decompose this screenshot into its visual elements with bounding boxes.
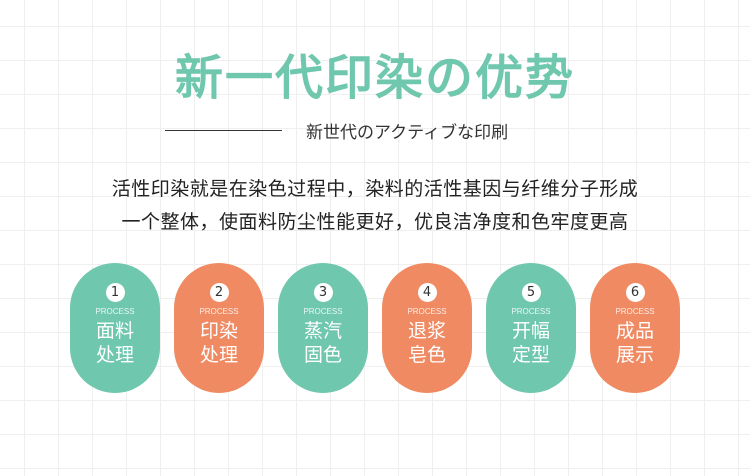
step-name: 开幅定型 — [511, 320, 550, 366]
process-step: 2 PROCESS 印染处理 — [174, 263, 264, 393]
step-number: 6 — [625, 283, 645, 302]
process-step: 6 PROCESS 成品展示 — [590, 263, 680, 393]
page-title: 新一代印染の优势 — [174, 50, 575, 106]
process-step: 1 PROCESS 面料处理 — [70, 263, 160, 393]
description-line-2: 一个整体，使面料防尘性能更好，优良洁净度和色牢度更高 — [121, 211, 629, 233]
step-number: 1 — [105, 283, 125, 302]
step-label: PROCESS — [95, 307, 135, 316]
step-number: 4 — [417, 283, 437, 302]
subtitle: 新世代のアクティブな印刷 — [306, 123, 509, 143]
step-label: PROCESS — [407, 307, 447, 316]
step-number: 2 — [209, 283, 229, 302]
step-number: 5 — [521, 283, 541, 302]
step-label: PROCESS — [199, 307, 239, 316]
process-steps: 1 PROCESS 面料处理 2 PROCESS 印染处理 3 PROCESS … — [70, 263, 680, 393]
step-name: 成品展示 — [615, 320, 654, 366]
subtitle-row: 新世代のアクティブな印刷 — [165, 118, 508, 143]
process-step: 5 PROCESS 开幅定型 — [486, 263, 576, 393]
step-name: 面料处理 — [95, 320, 134, 366]
step-label: PROCESS — [303, 307, 343, 316]
step-name: 蒸汽固色 — [303, 320, 342, 366]
step-name: 印染处理 — [199, 320, 238, 366]
process-step: 3 PROCESS 蒸汽固色 — [278, 263, 368, 393]
divider-line — [165, 130, 282, 131]
step-label: PROCESS — [615, 307, 655, 316]
process-step: 4 PROCESS 退浆皂色 — [382, 263, 472, 393]
description-line-1: 活性印染就是在染色过程中，染料的活性基因与纤维分子形成 — [111, 178, 639, 200]
step-label: PROCESS — [511, 307, 551, 316]
step-number: 3 — [313, 283, 333, 302]
step-name: 退浆皂色 — [407, 320, 446, 366]
